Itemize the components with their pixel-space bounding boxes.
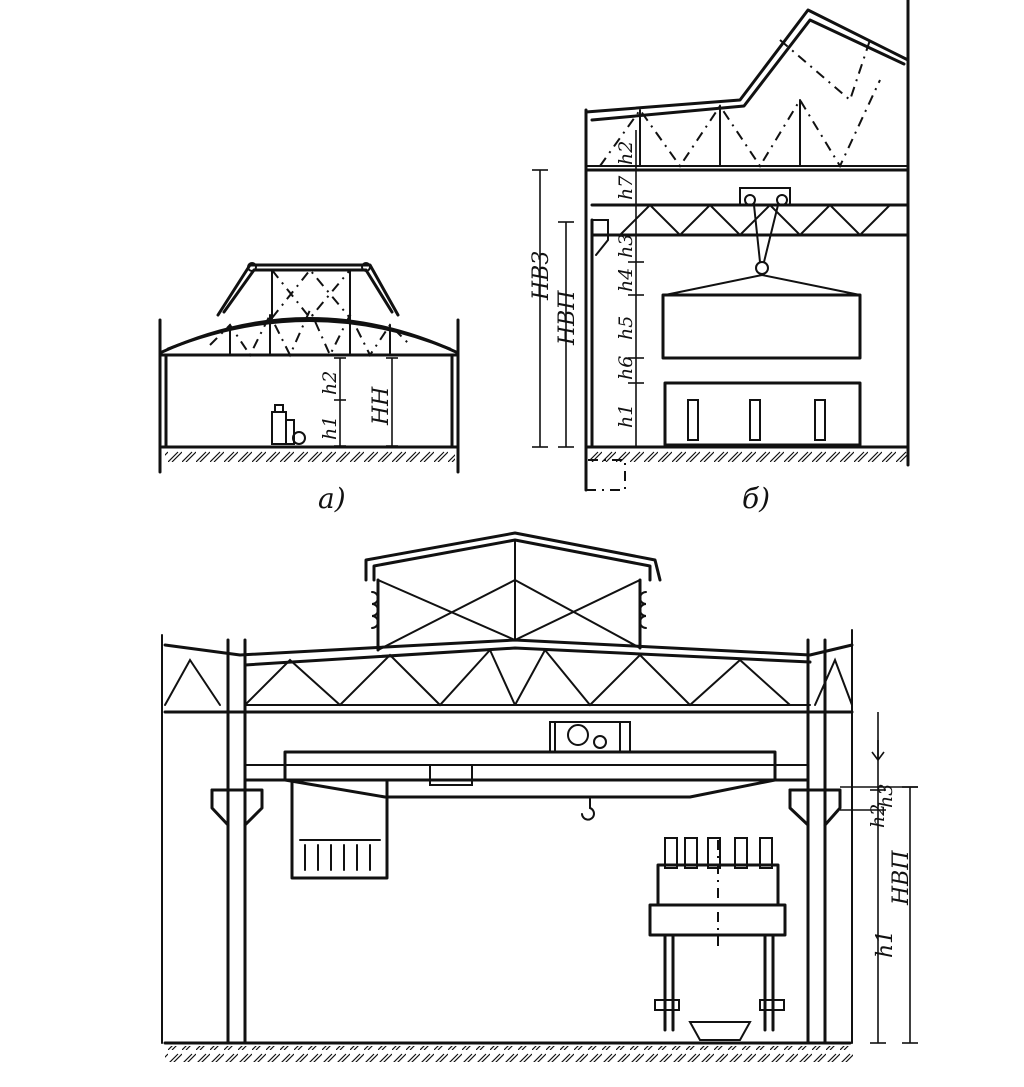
fig-c-h2-label: h2 (867, 804, 889, 828)
small-machine-icon (271, 404, 306, 445)
fig-b-h4-label: h4 (615, 268, 637, 292)
fig-b-hvp-label: HВП (555, 290, 580, 346)
figure-c-section: h2 h3 HВП h1 (161, 531, 918, 1062)
fig-b-h3-label: h3 (615, 234, 637, 258)
fig-b-h5-label: h5 (615, 316, 637, 340)
fig-c-h1-label: h1 (873, 930, 898, 958)
fig-b-hvz-label: HВЗ (529, 251, 554, 301)
fig-b-caption: б) (742, 482, 770, 515)
fig-a-h1-label: h1 (319, 416, 341, 440)
fig-a-hn-label: HН (369, 386, 394, 426)
press-machine-icon (648, 837, 787, 1041)
fig-b-h7-label: h7 (615, 175, 637, 200)
fig-b-h1-label: h1 (615, 404, 637, 428)
fig-c-h3-label: h3 (875, 784, 897, 808)
fig-b-h2-label: h2 (615, 141, 637, 165)
fig-a-caption: a) (318, 482, 346, 515)
fig-b-h6-label: h6 (615, 356, 637, 380)
figure-b-section: HВЗ HВП h2 h7 h3 h4 h5 h6 h1 б) (529, 0, 910, 515)
fig-c-hvp-label: HВП (889, 850, 914, 906)
fig-a-h2-label: h2 (319, 371, 341, 395)
figure-a-section: h2 h1 HН a) (158, 262, 460, 515)
